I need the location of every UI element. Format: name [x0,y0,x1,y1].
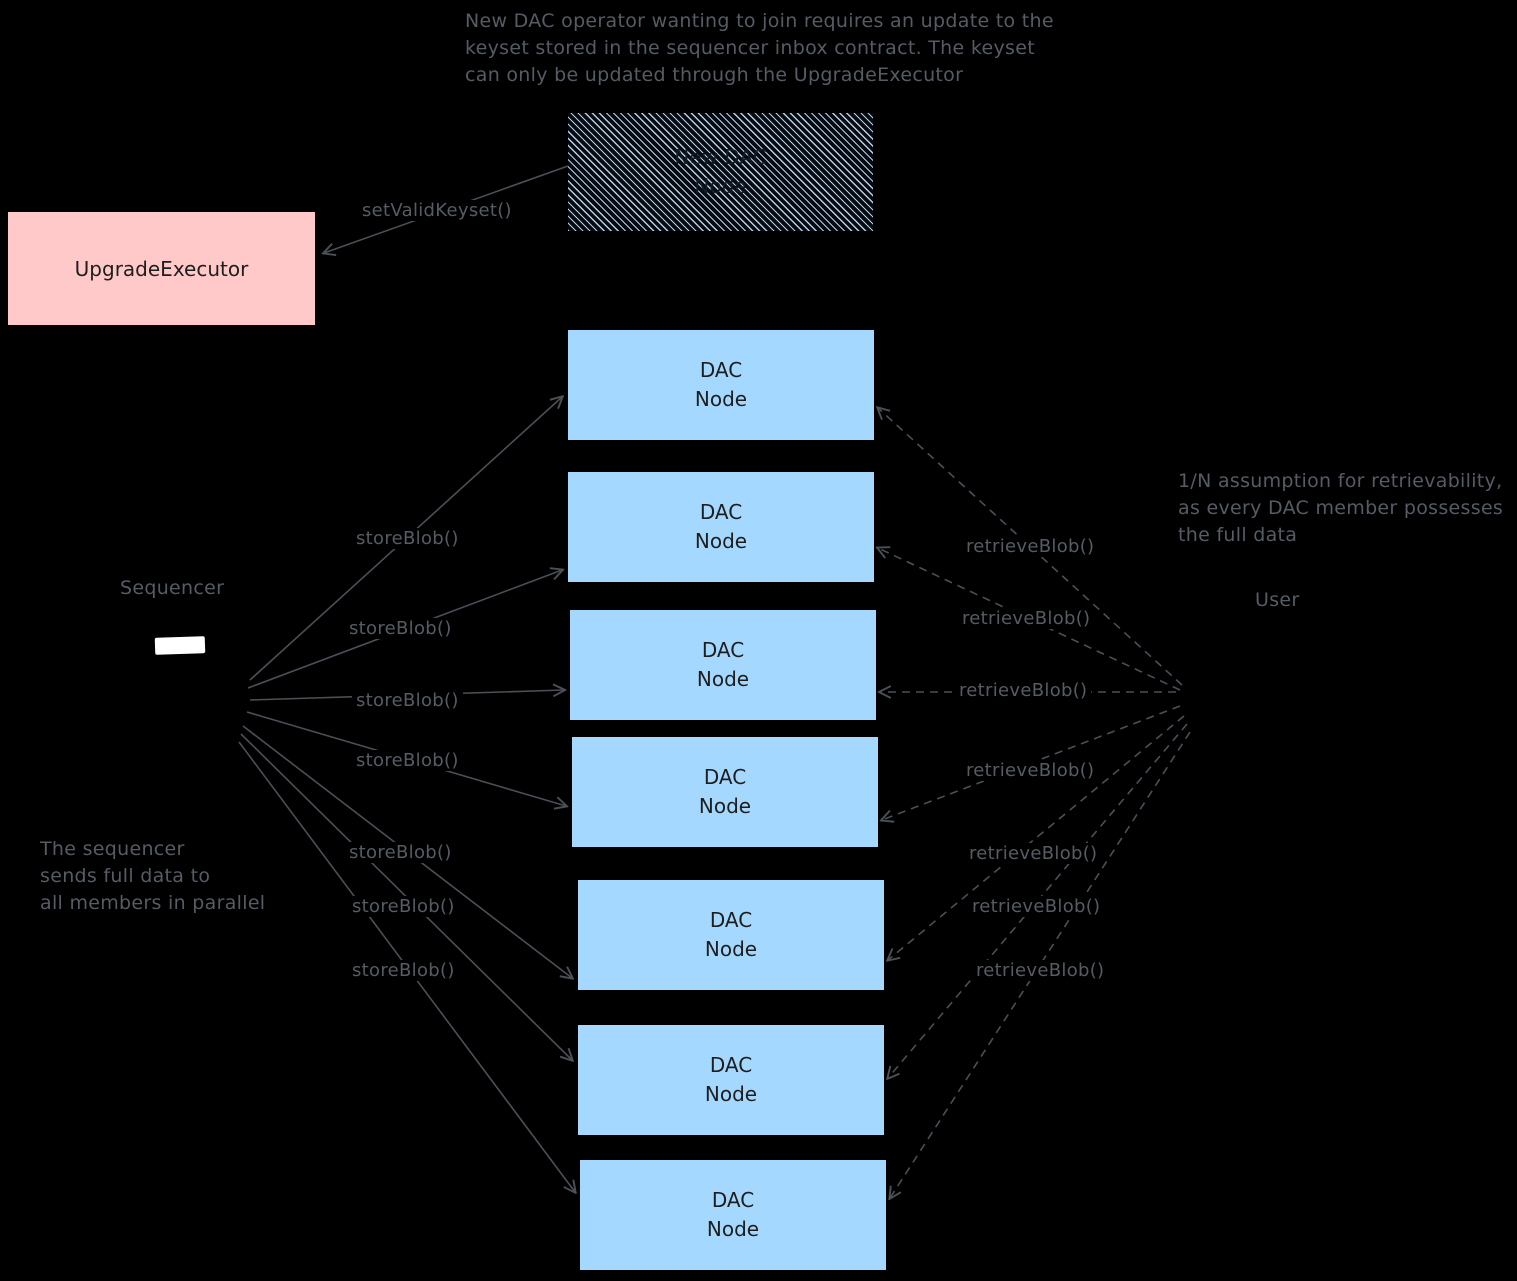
store-blob-label: storeBlob() [352,528,463,549]
retrieve-blob-label: retrieveBlob() [958,608,1095,629]
sequencer-icon [154,636,206,655]
store-blob-label: storeBlob() [348,896,459,917]
store-blob-label: storeBlob() [352,690,463,711]
sequencer-annotation: The sequencer sends full data to all mem… [40,838,266,914]
new-dac-node-box: New DAC Node [568,113,873,231]
user-label: User [1255,589,1300,611]
dac-node-box-6: DAC Node [578,1025,884,1135]
retrieve-blob-label: retrieveBlob() [972,960,1109,981]
upgrade-executor-label: UpgradeExecutor [74,256,249,281]
store-blob-label: storeBlob() [345,842,456,863]
dac-node-box-3: DAC Node [570,610,876,720]
dac-node-label: DAC Node [704,1053,758,1106]
dac-node-box-5: DAC Node [578,880,884,990]
retrieve-blob-arrow [888,715,1185,960]
dac-node-label: DAC Node [694,500,748,553]
retrieve-blob-label: retrieveBlob() [955,680,1092,701]
store-blob-label: storeBlob() [345,618,456,639]
dac-node-box-4: DAC Node [572,737,878,847]
dac-node-label: DAC Node [704,908,758,961]
dac-node-box-1: DAC Node [568,330,874,440]
retrieve-blob-label: retrieveBlob() [962,760,1099,781]
retrievability-annotation: 1/N assumption for retrievability, as ev… [1178,470,1504,546]
set-valid-keyset-label: setValidKeyset() [358,200,516,221]
store-blob-label: storeBlob() [348,960,459,981]
retrieve-blob-label: retrieveBlob() [962,536,1099,557]
retrieve-blob-label: retrieveBlob() [965,843,1102,864]
store-blob-label: storeBlob() [352,750,463,771]
dac-node-label: DAC Node [696,638,750,691]
sequencer-label: Sequencer [120,577,225,599]
dac-node-box-2: DAC Node [568,472,874,582]
dac-node-box-7: DAC Node [580,1160,886,1270]
retrieve-blob-label: retrieveBlob() [968,896,1105,917]
dac-node-label: DAC Node [698,765,752,818]
dac-node-label: DAC Node [694,358,748,411]
top-annotation: New DAC operator wanting to join require… [465,10,1054,86]
new-dac-node-label: New DAC Node [674,145,767,198]
dac-node-label: DAC Node [706,1188,760,1241]
upgrade-executor-box: UpgradeExecutor [8,212,315,325]
